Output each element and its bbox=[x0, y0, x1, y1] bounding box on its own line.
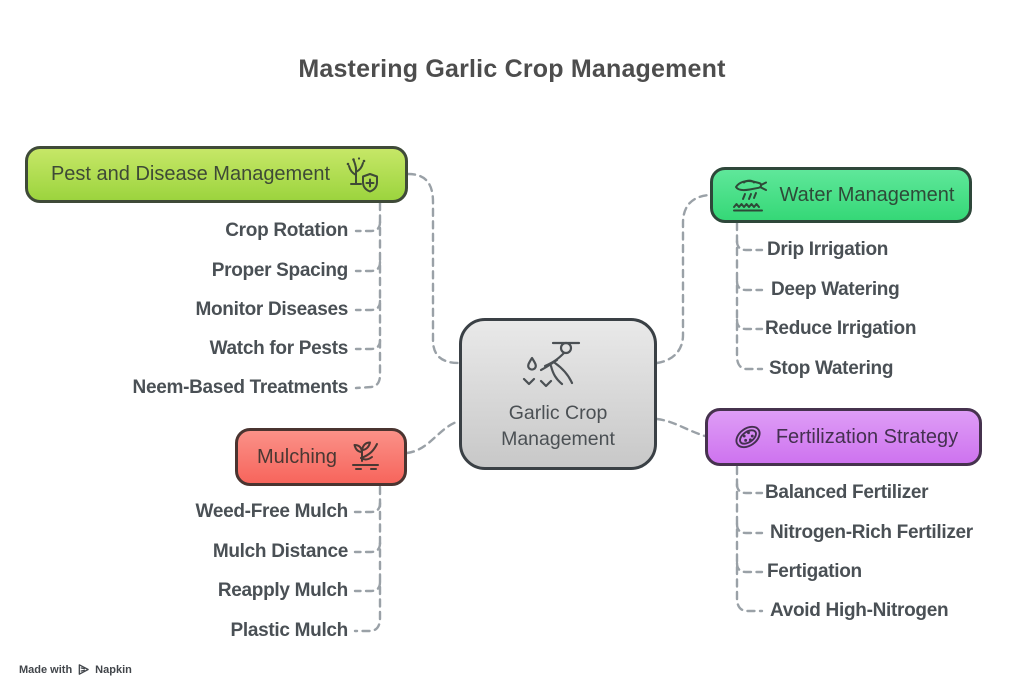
center-node-garlic-crop-management: Garlic Crop Management bbox=[459, 318, 657, 470]
center-node-label: Garlic Crop Management bbox=[501, 402, 615, 450]
item-weed-free-mulch: Weed-Free Mulch bbox=[195, 501, 349, 522]
connector-water-center bbox=[655, 193, 712, 365]
napkin-logo-icon bbox=[78, 664, 89, 675]
branch-mulching-label: Mulching bbox=[256, 445, 338, 468]
spine-mulch bbox=[353, 485, 382, 633]
item-neem-based-treatments: Neem-Based Treatments bbox=[132, 377, 349, 398]
item-crop-rotation: Crop Rotation bbox=[225, 220, 348, 241]
farmer-sowing-icon bbox=[522, 342, 581, 388]
item-nitrogen-rich-fertilizer: Nitrogen-Rich Fertilizer bbox=[770, 522, 973, 543]
item-deep-watering: Deep Watering bbox=[771, 279, 900, 300]
branch-pest-label: Pest and Disease Management bbox=[50, 163, 331, 185]
branch-node-pest-and-disease: Pest and Disease Management bbox=[25, 146, 408, 203]
spine-fert bbox=[735, 465, 764, 613]
mulch-sprout-hand-icon bbox=[352, 441, 380, 470]
spine-water bbox=[735, 221, 764, 371]
item-balanced-fertilizer: Balanced Fertilizer bbox=[765, 482, 929, 503]
item-reapply-mulch: Reapply Mulch bbox=[217, 580, 348, 601]
napkin-brand-text: Napkin bbox=[95, 663, 132, 676]
branch-node-fertilization-strategy: Fertilization Strategy bbox=[705, 408, 982, 466]
branch-water-label: Water Management bbox=[779, 183, 955, 206]
branch-node-mulching: Mulching bbox=[235, 428, 407, 486]
made-with-text: Made with bbox=[19, 663, 73, 676]
item-avoid-high-nitrogen: Avoid High-Nitrogen bbox=[770, 600, 949, 621]
connector-pest-center bbox=[406, 172, 461, 365]
made-with-napkin-watermark: Made with Napkin bbox=[19, 663, 132, 676]
diagram-title: Mastering Garlic Crop Management bbox=[298, 55, 726, 83]
item-reduce-irrigation: Reduce Irrigation bbox=[765, 318, 917, 339]
connector-mulch-center bbox=[405, 419, 461, 455]
item-fertigation: Fertigation bbox=[767, 561, 862, 582]
item-proper-spacing: Proper Spacing bbox=[211, 260, 349, 281]
item-monitor-diseases: Monitor Diseases bbox=[195, 299, 348, 320]
item-stop-watering: Stop Watering bbox=[769, 358, 894, 379]
branch-node-water-management: Water Management bbox=[710, 167, 972, 223]
irrigation-plane-icon bbox=[732, 179, 767, 212]
item-plastic-mulch: Plastic Mulch bbox=[230, 620, 348, 641]
fertilizer-cell-icon bbox=[735, 425, 761, 449]
spine-pest bbox=[354, 201, 382, 390]
item-drip-irrigation: Drip Irrigation bbox=[767, 239, 889, 260]
plant-protection-shield-icon bbox=[346, 156, 379, 192]
item-mulch-distance: Mulch Distance bbox=[212, 541, 348, 562]
item-watch-for-pests: Watch for Pests bbox=[209, 338, 349, 359]
connector-fert-center bbox=[655, 417, 707, 438]
branch-fertilization-label: Fertilization Strategy bbox=[775, 425, 959, 448]
